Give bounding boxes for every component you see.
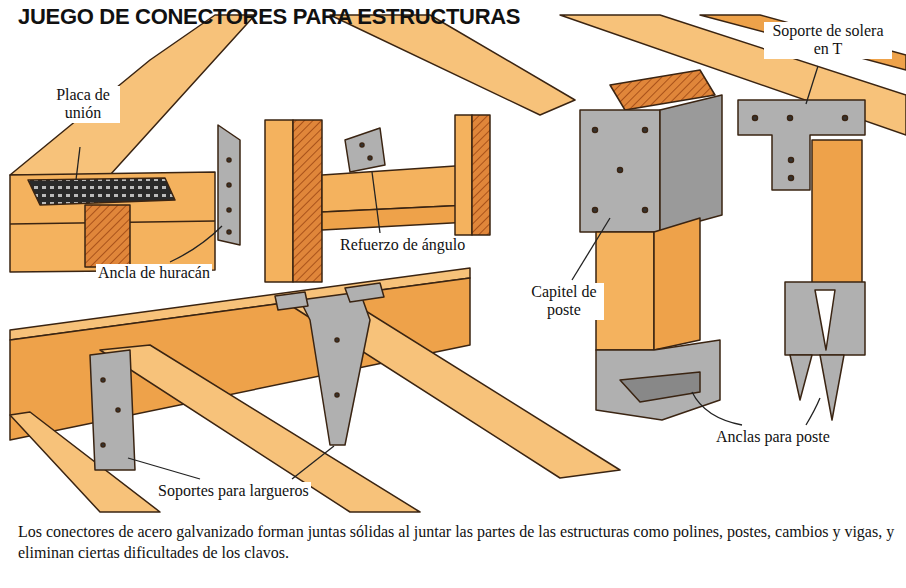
- part-label: Soportes para largueros: [156, 482, 311, 500]
- part-label: Refuerzo de ángulo: [338, 236, 467, 254]
- diagram-title: JUEGO DE CONECTORES PARA ESTRUCTURAS: [18, 4, 520, 30]
- part-label: Soporte de solera en T: [764, 22, 892, 59]
- part-label: Capitel de poste: [524, 283, 604, 320]
- part-label: Placa de unión: [46, 86, 120, 123]
- figure-caption: Los conectores de acero galvanizado form…: [18, 522, 896, 564]
- part-label: Ancla de huracán: [96, 264, 212, 282]
- part-label: Anclas para poste: [714, 428, 832, 446]
